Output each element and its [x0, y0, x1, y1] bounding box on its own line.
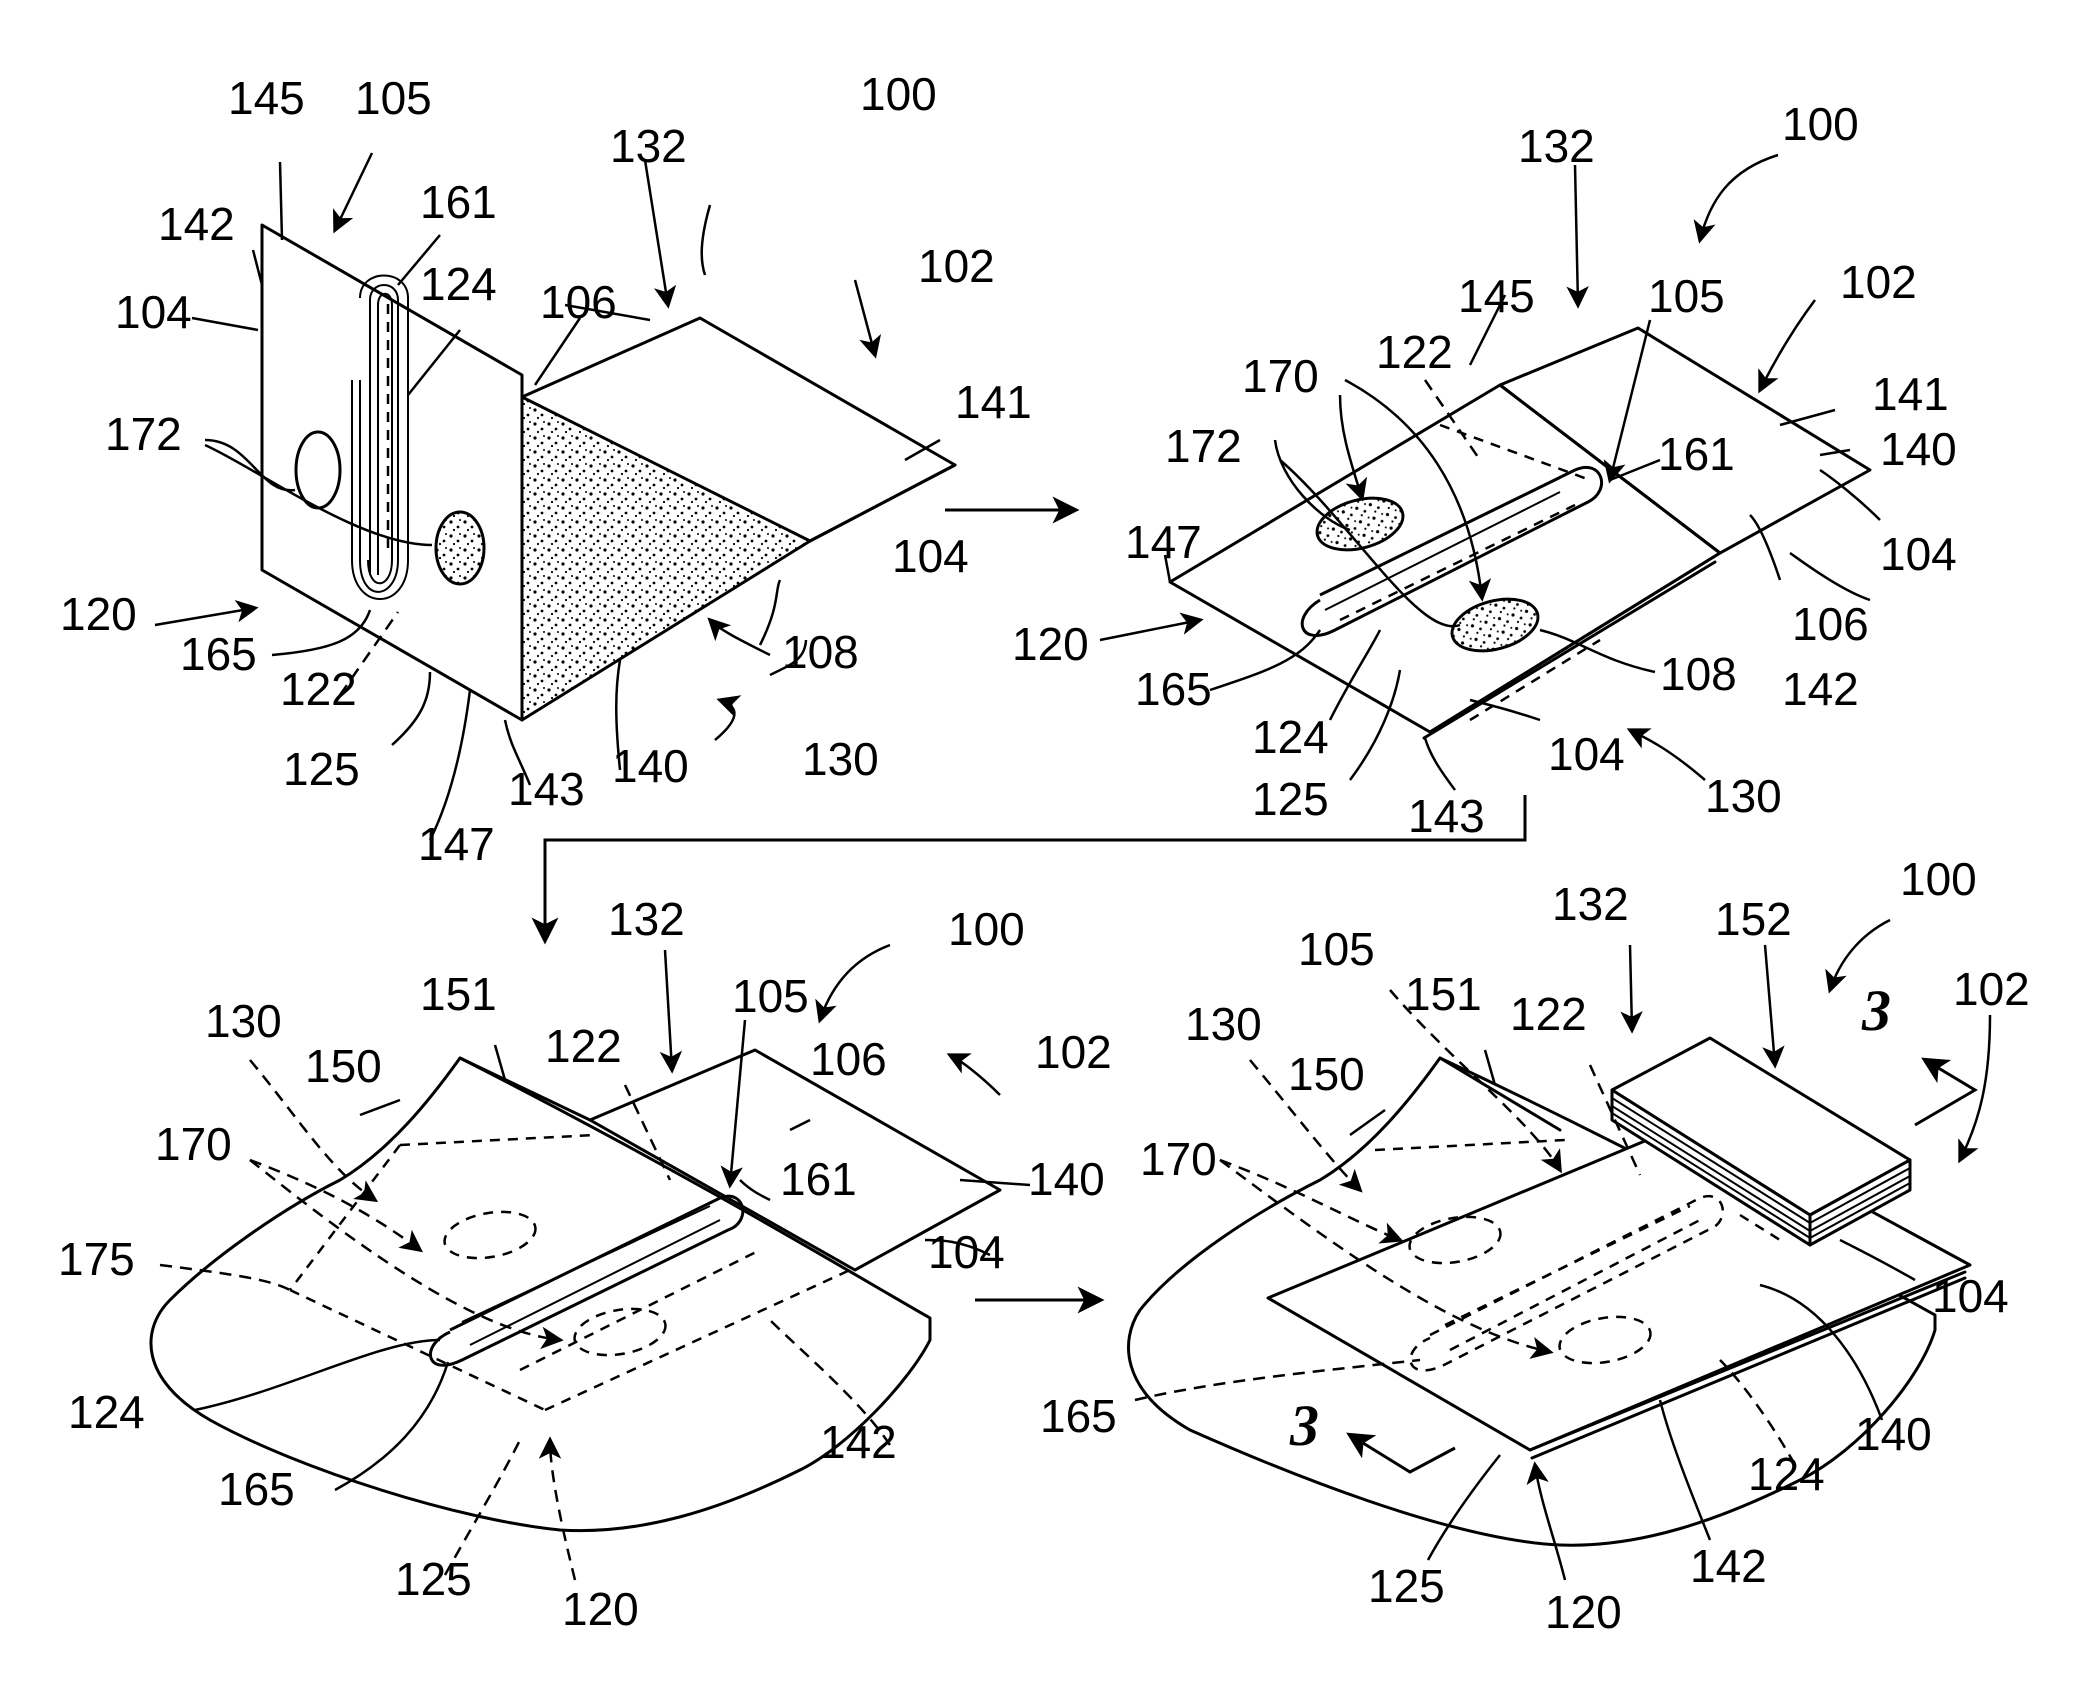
- reference-numeral-130: 130: [802, 733, 879, 785]
- reference-numeral-151: 151: [1405, 968, 1482, 1020]
- section-mark-label: 3: [1861, 978, 1891, 1043]
- reference-numeral-150: 150: [1288, 1048, 1365, 1100]
- reference-numeral-105: 105: [1648, 270, 1725, 322]
- reference-numeral-125: 125: [283, 743, 360, 795]
- reference-numeral-122: 122: [1510, 988, 1587, 1040]
- reference-numeral-161: 161: [780, 1153, 857, 1205]
- reference-numeral-106: 106: [810, 1033, 887, 1085]
- reference-numeral-120: 120: [562, 1583, 639, 1635]
- reference-numeral-152: 152: [1715, 893, 1792, 945]
- reference-numeral-132: 132: [608, 893, 685, 945]
- reference-numeral-124: 124: [68, 1386, 145, 1438]
- reference-numeral-172: 172: [1165, 420, 1242, 472]
- reference-numeral-104: 104: [928, 1226, 1005, 1278]
- reference-numeral-105: 105: [732, 970, 809, 1022]
- reference-numeral-140: 140: [1028, 1153, 1105, 1205]
- reference-numeral-130: 130: [1185, 998, 1262, 1050]
- reference-numeral-172: 172: [105, 408, 182, 460]
- reference-numeral-104: 104: [1932, 1270, 2009, 1322]
- reference-numeral-100: 100: [860, 68, 937, 120]
- reference-numeral-140: 140: [1880, 423, 1957, 475]
- reference-numeral-151: 151: [420, 968, 497, 1020]
- reference-numeral-122: 122: [545, 1020, 622, 1072]
- reference-numeral-143: 143: [508, 763, 585, 815]
- hole-dashed-a: [441, 1205, 539, 1264]
- reference-numeral-102: 102: [1953, 963, 2030, 1015]
- reference-numeral-140: 140: [612, 740, 689, 792]
- reference-numeral-105: 105: [1298, 923, 1375, 975]
- reference-numeral-147: 147: [418, 818, 495, 870]
- reference-numeral-145: 145: [228, 72, 305, 124]
- reference-numeral-120: 120: [1545, 1586, 1622, 1638]
- reference-numeral-108: 108: [1660, 648, 1737, 700]
- reference-numeral-132: 132: [1552, 878, 1629, 930]
- reference-numeral-102: 102: [1840, 256, 1917, 308]
- reference-numeral-104: 104: [892, 530, 969, 582]
- reference-numeral-142: 142: [158, 198, 235, 250]
- hole-dashed-b: [571, 1302, 669, 1361]
- reference-numeral-125: 125: [395, 1553, 472, 1605]
- reference-numeral-100: 100: [1782, 98, 1859, 150]
- section-arrow-icon: [1350, 1435, 1455, 1472]
- reference-numeral-130: 130: [1705, 770, 1782, 822]
- reference-numeral-161: 161: [420, 176, 497, 228]
- reference-numeral-124: 124: [1252, 711, 1329, 763]
- reference-numeral-175: 175: [58, 1233, 135, 1285]
- folded-panel-104: [1170, 385, 1720, 732]
- section-mark-label: 3: [1289, 1393, 1319, 1458]
- reference-numeral-165: 165: [218, 1463, 295, 1515]
- reference-numeral-102: 102: [918, 240, 995, 292]
- reference-numeral-142: 142: [1690, 1540, 1767, 1592]
- section-arrow-icon: [1915, 1060, 1975, 1125]
- reference-numeral-106: 106: [1792, 598, 1869, 650]
- adhesive-region-108: [522, 397, 810, 720]
- reference-numeral-105: 105: [355, 72, 432, 124]
- reference-numeral-124: 124: [420, 258, 497, 310]
- reference-numeral-124: 124: [1748, 1448, 1825, 1500]
- reference-numeral-165: 165: [1040, 1390, 1117, 1442]
- reference-numeral-122: 122: [280, 663, 357, 715]
- reference-numeral-132: 132: [610, 120, 687, 172]
- reference-numeral-130: 130: [205, 995, 282, 1047]
- reference-numeral-122: 122: [1376, 326, 1453, 378]
- reference-numeral-170: 170: [155, 1118, 232, 1170]
- reference-numeral-145: 145: [1458, 270, 1535, 322]
- reference-numeral-120: 120: [60, 588, 137, 640]
- reference-numeral-141: 141: [1872, 368, 1949, 420]
- reference-numeral-108: 108: [782, 626, 859, 678]
- reference-numeral-104: 104: [115, 286, 192, 338]
- reference-numeral-100: 100: [1900, 853, 1977, 905]
- reference-numeral-161: 161: [1658, 428, 1735, 480]
- reference-numeral-141: 141: [955, 376, 1032, 428]
- reference-numeral-125: 125: [1252, 773, 1329, 825]
- reference-numeral-120: 120: [1012, 618, 1089, 670]
- reference-numeral-150: 150: [305, 1040, 382, 1092]
- reference-numeral-104: 104: [1548, 728, 1625, 780]
- reference-numeral-100: 100: [948, 903, 1025, 955]
- reference-numeral-106: 106: [540, 276, 617, 328]
- reference-numeral-102: 102: [1035, 1026, 1112, 1078]
- reference-numeral-142: 142: [820, 1416, 897, 1468]
- reference-numeral-170: 170: [1242, 350, 1319, 402]
- reference-numeral-143: 143: [1408, 790, 1485, 842]
- reference-numeral-104: 104: [1880, 528, 1957, 580]
- reference-numeral-125: 125: [1368, 1560, 1445, 1612]
- reference-numeral-165: 165: [180, 628, 257, 680]
- reference-numeral-170: 170: [1140, 1133, 1217, 1185]
- paper-clip-icon: [430, 1196, 760, 1370]
- reference-numeral-165: 165: [1135, 663, 1212, 715]
- reference-numeral-132: 132: [1518, 120, 1595, 172]
- down-arrow-icon: [545, 795, 1525, 940]
- reference-numeral-147: 147: [1125, 516, 1202, 568]
- reference-numeral-142: 142: [1782, 663, 1859, 715]
- reference-numeral-140: 140: [1855, 1408, 1932, 1460]
- hole-172-stippled: [436, 512, 484, 584]
